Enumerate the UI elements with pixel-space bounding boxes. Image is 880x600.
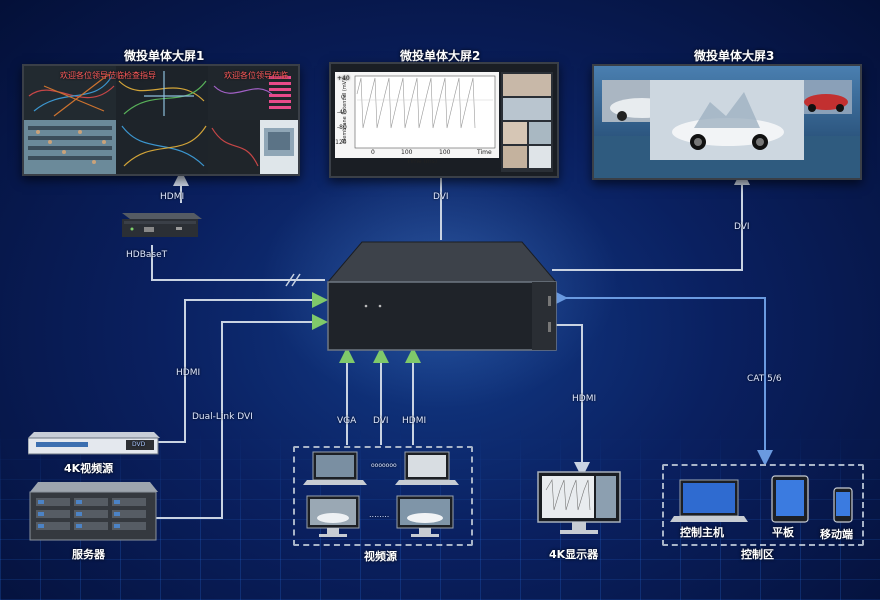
chart-ytick-2: -40 bbox=[337, 109, 347, 116]
video-dots-2: ........ bbox=[369, 510, 390, 519]
chart-xtick-2: 100 bbox=[439, 149, 451, 156]
chart-ytick-0: +40 bbox=[337, 75, 350, 82]
label-hdmi-monitor: HDMI bbox=[572, 394, 597, 404]
label-control-zone: 控制区 bbox=[741, 548, 774, 561]
control-devices bbox=[670, 475, 853, 523]
car-showcase-graphic bbox=[594, 66, 860, 178]
dvd-badge: DVD bbox=[132, 441, 146, 448]
wire-hdmi-4ksource bbox=[158, 292, 328, 443]
chart-xtick-0: 0 bbox=[371, 149, 375, 156]
screen2-title: 微投单体大屏2 bbox=[400, 49, 481, 63]
screen1-title: 微投单体大屏1 bbox=[124, 49, 205, 63]
chart-xtick-3: Time bbox=[477, 149, 492, 156]
wire-hdbaset-processor bbox=[151, 245, 325, 281]
label-dvi-bottom: DVI bbox=[373, 416, 389, 426]
label-server: 服务器 bbox=[72, 548, 105, 561]
video-sources-box: ooooooo ........ bbox=[293, 446, 473, 546]
wire-dvi-screen3 bbox=[552, 169, 750, 271]
label-4k-source: 4K视频源 bbox=[64, 462, 114, 475]
label-video-sources: 视频源 bbox=[364, 550, 397, 563]
screen1-banner-a: 欢迎各位领导莅临检查指导 bbox=[60, 71, 156, 80]
4k-video-source: DVD bbox=[27, 428, 160, 456]
label-dvi-top: DVI bbox=[433, 192, 449, 202]
label-hdmi-top: HDMI bbox=[160, 192, 185, 202]
label-dual-link-dvi: Dual-Link DVI bbox=[192, 412, 253, 422]
control-zone-box: 控制主机 平板 移动端 bbox=[662, 464, 864, 546]
server-rack bbox=[28, 482, 158, 542]
screen3 bbox=[592, 64, 862, 180]
chart-xtick-1: 100 bbox=[401, 149, 413, 156]
chart-xlabel: Time (ms) bbox=[407, 158, 438, 165]
oscilloscope-chart bbox=[331, 64, 557, 176]
hdbaset-extender bbox=[114, 205, 202, 239]
chart-ytick-1: 0 bbox=[341, 94, 345, 101]
screen1-banner-b: 欢迎各位领导莅临 bbox=[224, 71, 288, 80]
screen3-title: 微投单体大屏3 bbox=[694, 49, 775, 63]
4k-monitor bbox=[536, 470, 622, 540]
wire-cat-control bbox=[552, 290, 773, 466]
label-cat: CAT 5/6 bbox=[747, 374, 782, 384]
video-source-devices bbox=[303, 451, 459, 537]
label-4k-monitor: 4K显示器 bbox=[549, 548, 599, 561]
chart-ytick-4: -120 bbox=[333, 139, 347, 146]
label-control-host: 控制主机 bbox=[680, 526, 724, 539]
chart-ylabel: Membrane Potential (mV) bbox=[342, 78, 349, 144]
subway-map-graphic bbox=[24, 66, 298, 174]
label-mobile: 移动端 bbox=[820, 528, 853, 541]
screen1: 欢迎各位领导莅临检查指导 欢迎各位领导莅临 bbox=[22, 64, 300, 176]
label-hdmi-left: HDMI bbox=[176, 368, 201, 378]
video-dots-1: ooooooo bbox=[371, 462, 397, 469]
label-vga: VGA bbox=[337, 416, 357, 426]
label-hdmi-bottom: HDMI bbox=[402, 416, 427, 426]
wire-dvi-server bbox=[156, 314, 328, 519]
label-tablet: 平板 bbox=[772, 526, 794, 539]
chart-ytick-3: -80 bbox=[337, 124, 347, 131]
video-processor bbox=[322, 238, 558, 358]
screen2: +40 0 -40 -80 -120 0 100 100 Time Time (… bbox=[329, 62, 559, 178]
label-dvi-right: DVI bbox=[734, 222, 750, 232]
label-hdbaset: HDBaseT bbox=[126, 250, 168, 260]
